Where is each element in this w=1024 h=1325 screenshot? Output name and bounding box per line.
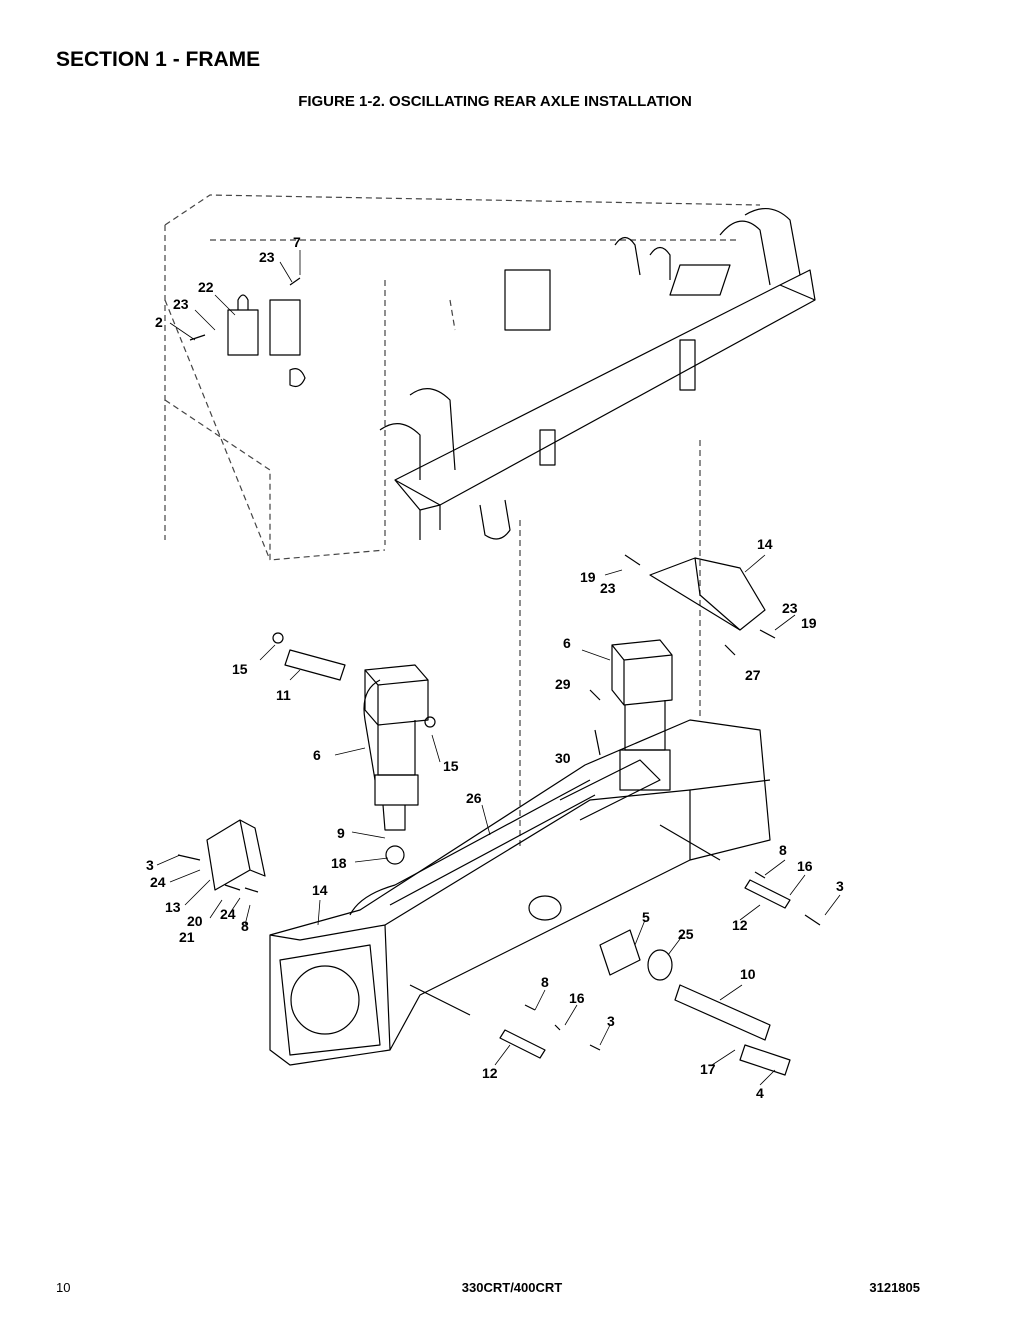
callout-label: 3 [836,878,844,894]
callout-label: 3 [146,857,154,873]
callout-label: 9 [337,825,345,841]
section-title: SECTION 1 - FRAME [56,48,261,71]
callout-label: 15 [232,661,248,677]
axle-housing [269,719,771,1066]
callout-label: 14 [757,536,773,552]
callout-label: 19 [580,569,596,585]
callout-label: 6 [313,747,321,763]
cover-plate [624,554,776,656]
leader-lines [156,250,841,1086]
manual-number: 3121805 [869,1280,920,1295]
callout-label: 23 [173,296,189,312]
switch-assembly [189,277,306,388]
callout-label: 23 [782,600,798,616]
callout-label: 22 [198,279,214,295]
callout-label: 23 [600,580,616,596]
callout-label: 11 [276,687,291,703]
callout-label: 21 [179,929,195,945]
callout-label: 16 [569,990,585,1006]
callout-label: 5 [642,909,650,925]
callout-label: 13 [165,899,181,915]
model-number: 330CRT/400CRT [461,1280,563,1295]
frame-cross-beam [379,208,816,540]
callout-label: 19 [801,615,817,631]
callout-label: 30 [555,750,571,766]
frame-ghost [164,194,761,850]
right-cylinder [589,639,673,791]
page-number: 10 [56,1280,71,1295]
callout-label: 4 [756,1085,764,1101]
callout-labels: 7 23 22 23 2 14 19 23 23 19 6 27 29 30 1… [146,234,844,1101]
pins-bushings [409,824,821,1076]
callout-label: 18 [331,855,347,871]
callout-label: 14 [312,882,328,898]
callout-label: 8 [541,974,549,990]
figure-title: FIGURE 1-2. OSCILLATING REAR AXLE INSTAL… [298,93,692,110]
callout-label: 8 [779,842,787,858]
callout-label: 12 [732,917,748,933]
callout-label: 2 [155,314,163,330]
callout-label: 26 [466,790,482,806]
callout-label: 7 [293,234,301,250]
callout-label: 29 [555,676,571,692]
callout-label: 25 [678,926,694,942]
callout-label: 17 [700,1061,716,1077]
callout-label: 20 [187,913,203,929]
callout-label: 24 [220,906,236,922]
callout-label: 27 [745,667,761,683]
callout-label: 15 [443,758,459,774]
callout-label: 10 [740,966,756,982]
callout-label: 6 [563,635,571,651]
callout-label: 24 [150,874,166,890]
mounting-bracket [177,819,266,893]
callout-label: 23 [259,249,275,265]
left-cylinder [272,632,436,865]
callout-label: 12 [482,1065,498,1081]
callout-label: 3 [607,1013,615,1029]
callout-label: 16 [797,858,813,874]
callout-label: 8 [241,918,249,934]
